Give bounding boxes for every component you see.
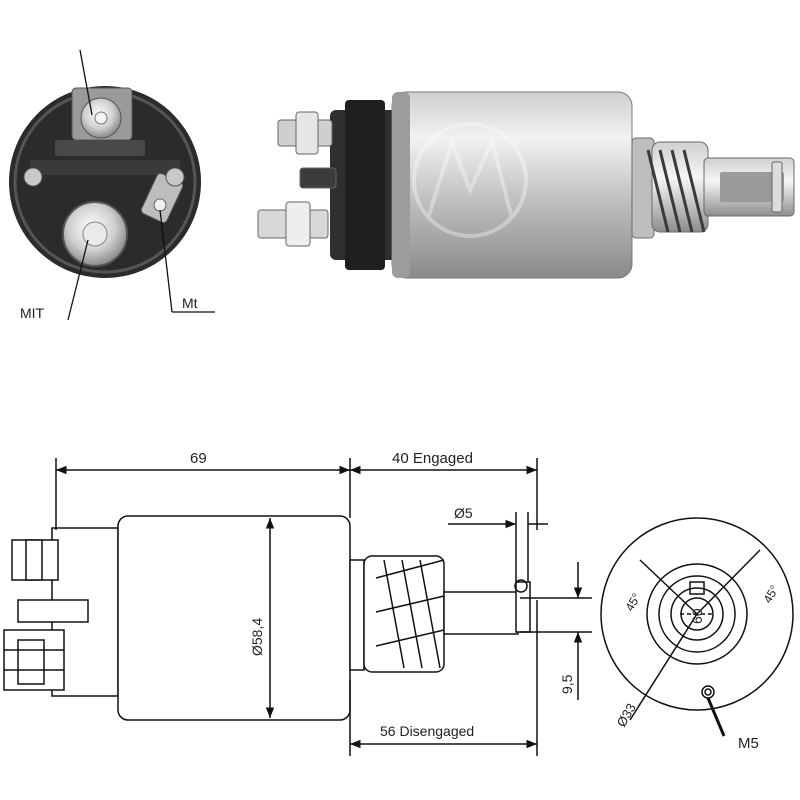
dim-slot-label: 9,5	[559, 674, 575, 694]
side-plunger-collar	[631, 137, 655, 239]
cap-mould-ridge	[30, 160, 180, 175]
end-center-label: 60	[689, 608, 705, 624]
end-outer-circle	[600, 517, 794, 711]
end-angle-right-label: 45°	[760, 583, 781, 606]
leader-top	[79, 49, 93, 116]
end-ring-2	[658, 575, 736, 653]
end-ring-3	[670, 587, 724, 641]
dim-40-label: 40 Engaged	[392, 450, 473, 467]
end-angle-line-right	[696, 549, 761, 615]
side-stud-top-nut	[295, 111, 319, 155]
end-angle-left-label: 45°	[622, 591, 643, 614]
label-mt: Mt	[182, 295, 198, 311]
end-leader-diameter	[629, 613, 698, 721]
drawing-side-labels: 69 40 Engaged Ø58,4 56 Disengaged Ø5 9,5	[190, 450, 575, 739]
leader-mt	[159, 209, 173, 313]
end-top-terminal	[689, 581, 705, 595]
dim-diameter-label: Ø58,4	[249, 618, 265, 656]
side-fork-slot	[720, 172, 784, 202]
upper-terminal-stud	[94, 111, 108, 125]
upper-terminal-washer	[55, 140, 145, 156]
end-ring-1	[646, 563, 748, 665]
dwg-terminal-upper-nut	[25, 539, 43, 581]
drawing-side-view	[3, 458, 592, 756]
end-screw-hole-inner	[704, 688, 712, 696]
dwg-pin-hole	[514, 579, 528, 593]
dim-69-label: 69	[190, 450, 207, 467]
photo-side-view	[257, 91, 795, 279]
drawing-end-labels: 60 45° 45° Ø33 M5	[614, 583, 782, 752]
photo-end-view: MIT Mt	[9, 49, 215, 321]
end-thread-label: M5	[738, 735, 759, 752]
dwg-plunger-collar	[349, 559, 365, 671]
mount-rivet-right	[165, 167, 185, 187]
end-angle-line-left	[639, 559, 698, 615]
dwg-spring	[375, 559, 445, 669]
side-stud-bottom-nut	[285, 201, 311, 247]
drawing-end-view	[600, 517, 794, 737]
dwg-body	[117, 515, 351, 721]
end-leader-thread	[706, 697, 726, 737]
watermark-logo	[412, 122, 528, 238]
leader-mit	[67, 239, 89, 321]
dwg-fork	[515, 581, 531, 633]
side-can	[391, 91, 633, 279]
side-spring	[646, 149, 706, 233]
dim-56-label: 56 Disengaged	[380, 723, 474, 739]
dim-pin-label: Ø5	[454, 505, 473, 521]
small-terminal-stud	[153, 198, 167, 212]
dwg-shaft	[443, 591, 519, 635]
cap-outer	[9, 86, 201, 278]
mount-rivet-left	[23, 167, 43, 187]
label-mit: MIT	[20, 305, 45, 321]
side-can-lip	[392, 92, 410, 278]
end-screw-hole	[701, 685, 715, 699]
side-stud-mid	[299, 167, 337, 189]
end-screw-circle-label: Ø33	[614, 701, 639, 730]
lower-terminal-stud	[82, 221, 108, 247]
dwg-terminal-mid	[17, 599, 89, 623]
dwg-terminal-lower-nut	[17, 639, 45, 685]
side-fork-pin	[771, 161, 783, 213]
side-cap-band	[345, 100, 385, 270]
